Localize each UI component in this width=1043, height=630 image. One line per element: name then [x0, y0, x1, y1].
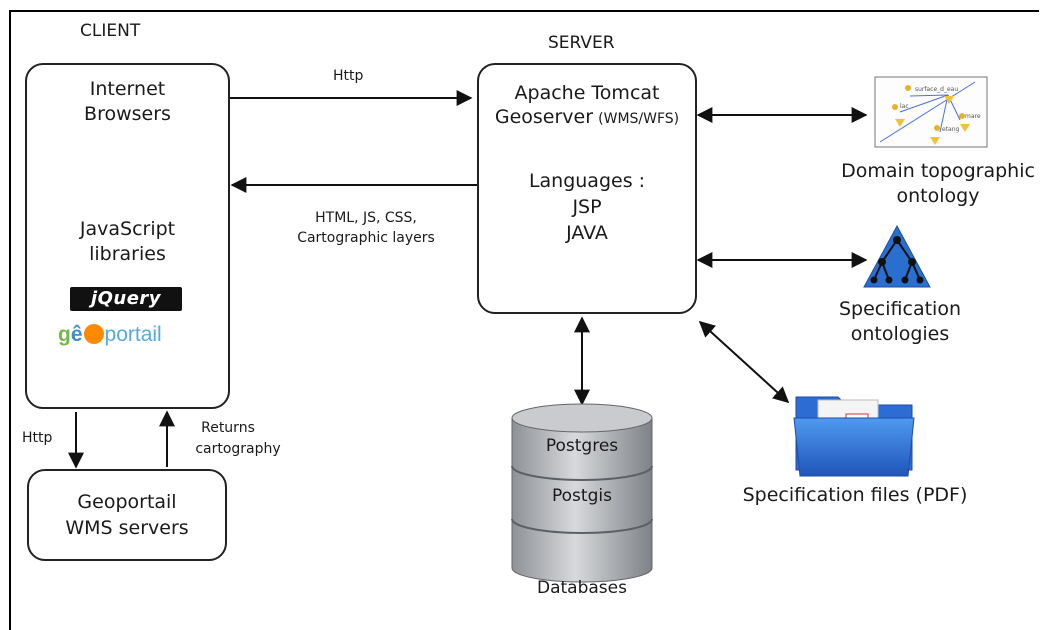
svg-text:etang: etang	[942, 126, 960, 133]
wms-line2: WMS servers	[65, 517, 189, 539]
server-line2-main: Geoserver	[494, 106, 594, 128]
diagram-frame	[9, 10, 1039, 630]
wms-http-label: Http	[22, 430, 53, 446]
geoportail-logo-e: ê	[70, 323, 83, 346]
domain-ontology-label-line2: ontology	[896, 185, 980, 207]
returns-label-line1: Returns	[201, 420, 255, 436]
libraries-label-line2: libraries	[89, 243, 166, 265]
database-postgres-label: Postgres	[545, 436, 619, 456]
architecture-diagram: e surface_d_eau lac etang mare	[9, 10, 1039, 630]
database-cylinder-icon	[511, 403, 653, 583]
browsers-label-line1: Internet	[89, 78, 166, 100]
server-line1: Apache Tomcat	[514, 82, 660, 104]
database-postgis-label: Postgis	[552, 486, 612, 506]
server-line2: Geoserver (WMS/WFS)	[477, 106, 697, 129]
domain-ontology-image: surface_d_eau lac etang mare	[874, 76, 988, 148]
spec-files-label: Specification files (PDF)	[742, 484, 968, 506]
svg-text:surface_d_eau: surface_d_eau	[915, 86, 958, 93]
geoportail-logo-text: portail	[104, 323, 162, 346]
client-box	[25, 63, 230, 409]
response-label-line2: Cartographic layers	[297, 230, 435, 246]
languages-label: Languages :	[528, 170, 646, 192]
wms-servers-box	[27, 469, 227, 561]
language-java: JAVA	[566, 222, 608, 244]
returns-label-line2: cartography	[195, 441, 281, 457]
arrow-server-spec-files	[698, 320, 790, 404]
geoportail-logo-g: g	[58, 323, 71, 346]
wms-line1: Geoportail	[77, 491, 177, 513]
svg-text:mare: mare	[965, 113, 981, 120]
databases-caption: Databases	[537, 578, 627, 598]
server-heading: SERVER	[548, 33, 615, 53]
spec-ontologies-label-line2: ontologies	[850, 323, 950, 345]
geoportail-logo-dot	[83, 324, 104, 344]
response-label-line1: HTML, JS, CSS,	[315, 210, 417, 226]
spec-ontologies-icon	[863, 224, 931, 288]
libraries-label-line1: JavaScript	[79, 218, 176, 240]
jquery-logo: jQuery	[70, 287, 182, 311]
geoportail-logo: gê portail	[58, 320, 162, 350]
language-jsp: JSP	[572, 196, 602, 218]
server-box	[477, 63, 697, 314]
browsers-label-line2: Browsers	[84, 103, 171, 125]
spec-ontologies-label-line1: Specification	[839, 298, 961, 320]
svg-text:lac: lac	[900, 103, 909, 110]
server-line2-small: (WMS/WFS)	[598, 111, 680, 127]
client-heading: CLIENT	[80, 21, 141, 41]
http-request-label: Http	[333, 68, 364, 84]
domain-ontology-label-line1: Domain topographic	[841, 160, 1035, 182]
pdf-folder-icon	[793, 396, 915, 477]
